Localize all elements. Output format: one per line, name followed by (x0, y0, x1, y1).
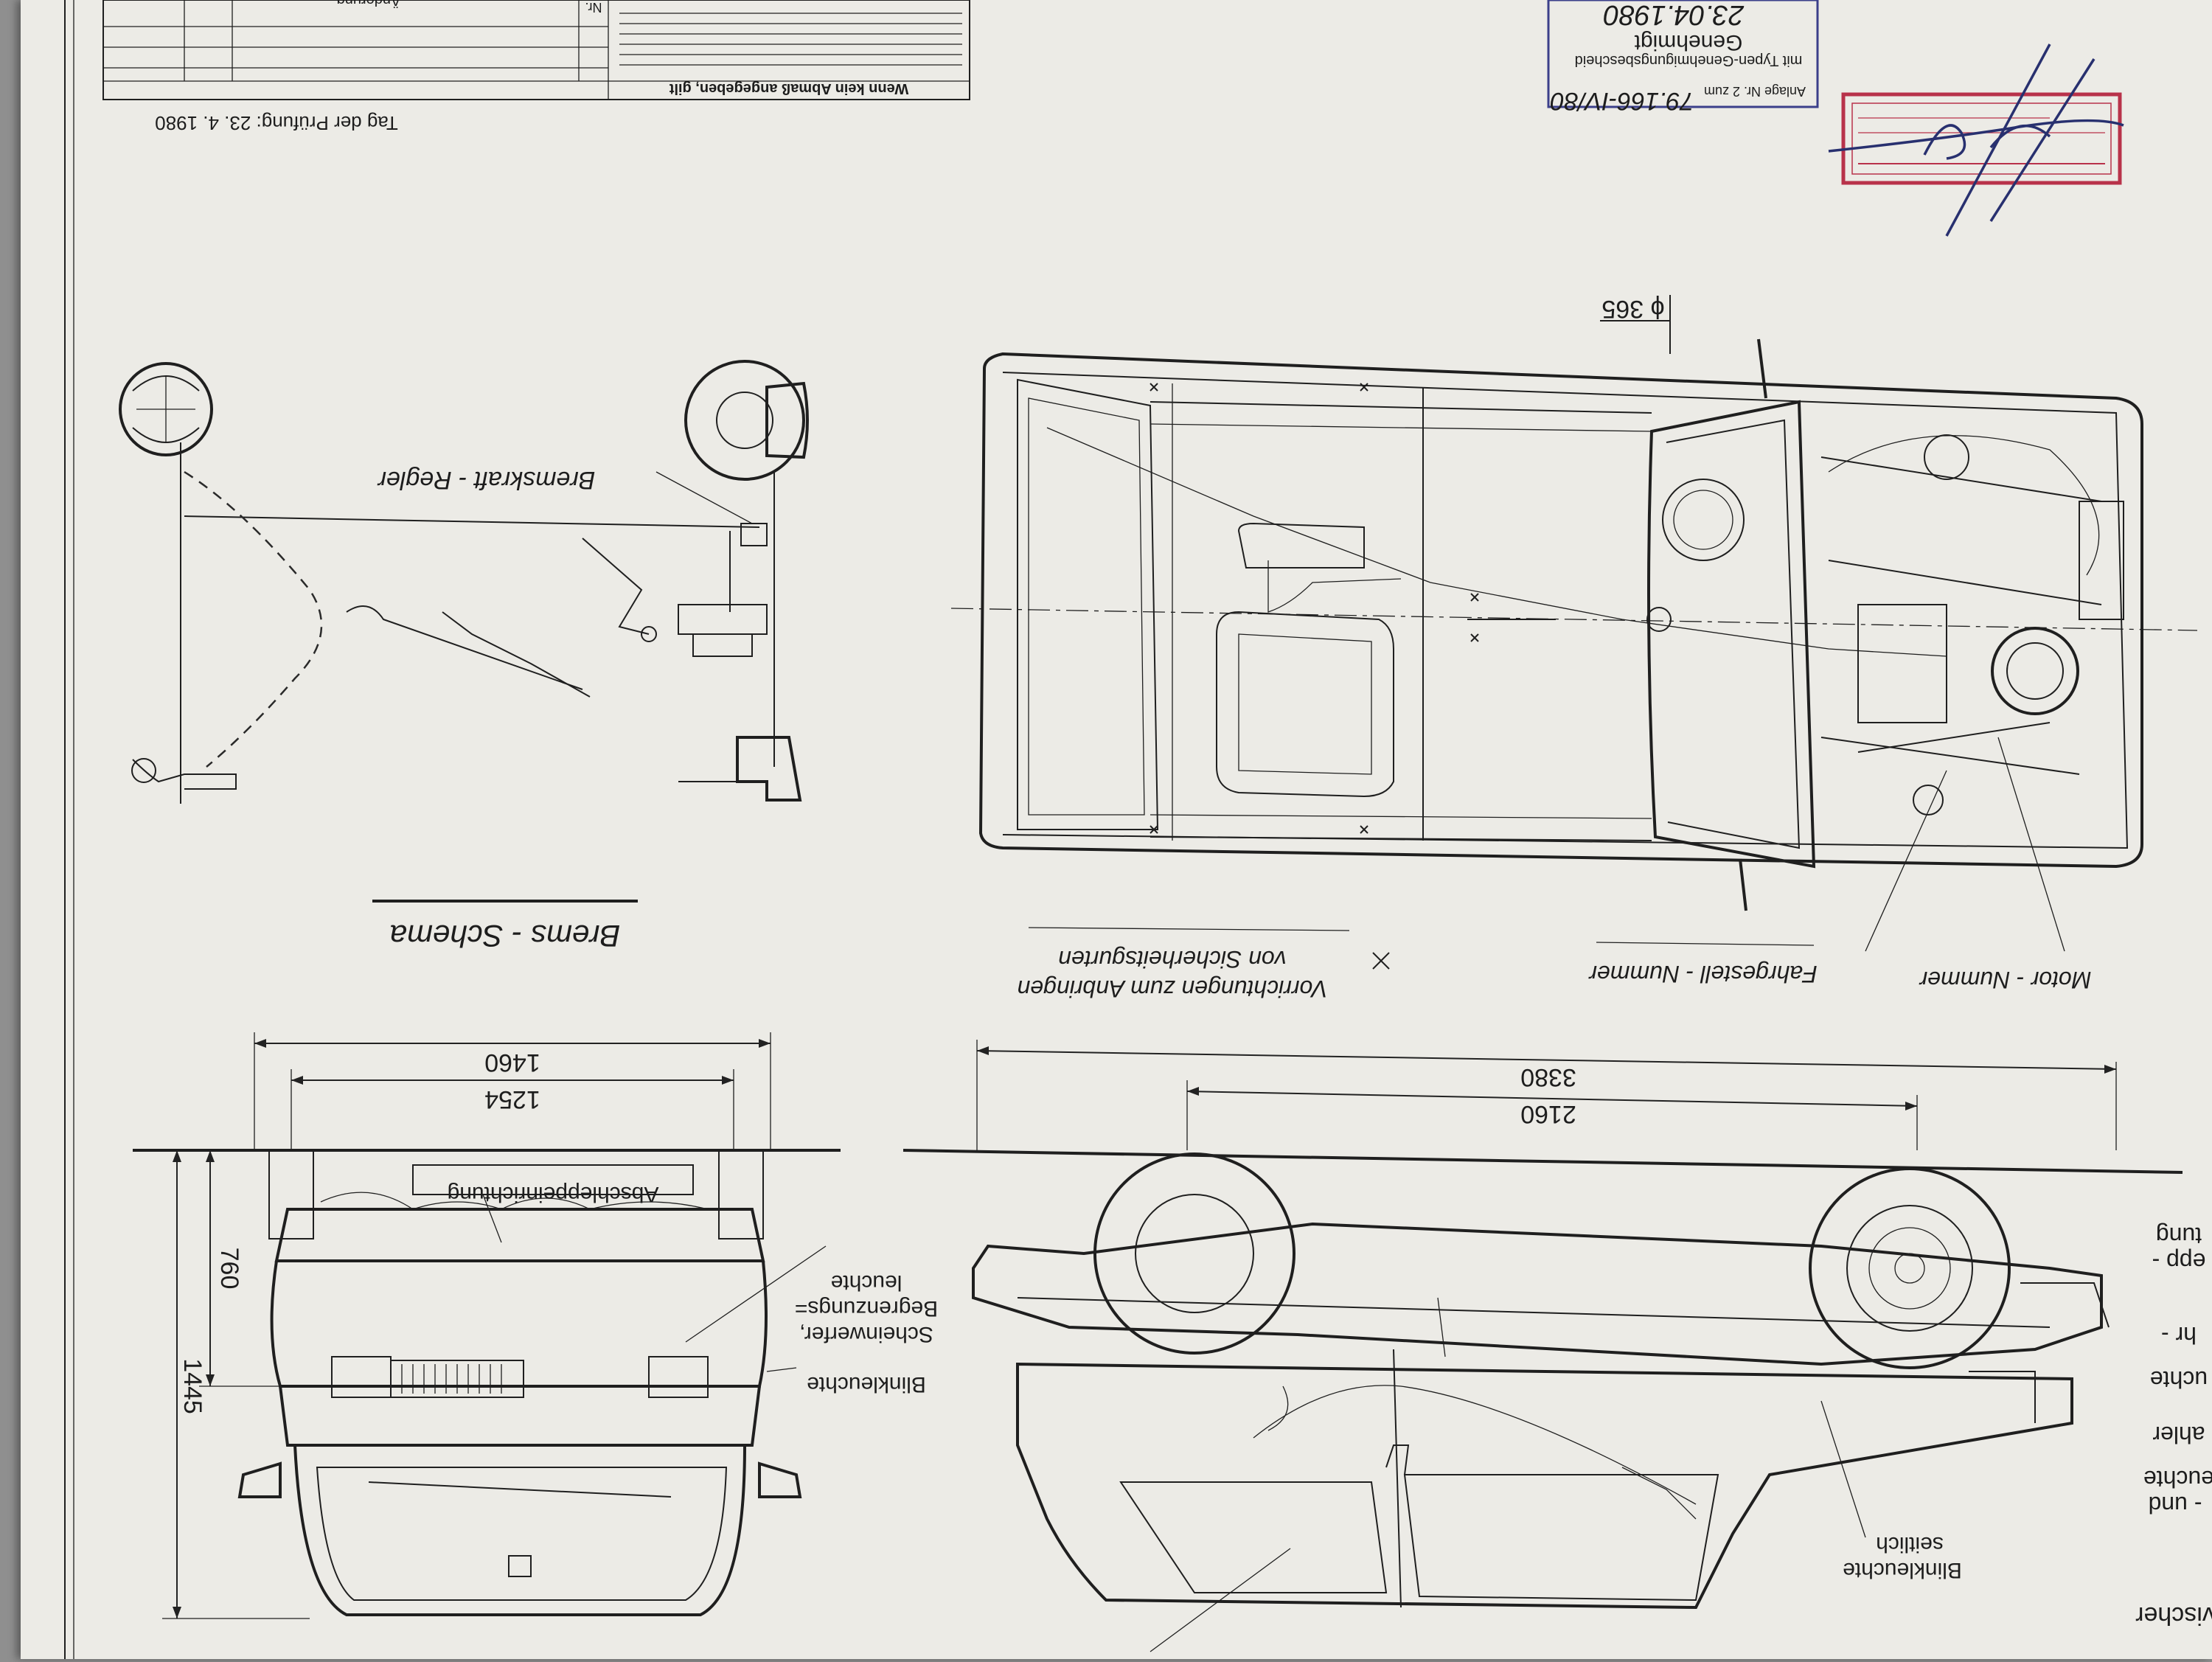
brake-schema-title: Brems - Schema (390, 919, 621, 953)
signature (1828, 44, 2124, 237)
technical-drawing: Änderung Nr. Wenn kein Abmaß angegeben, … (64, 0, 2212, 1659)
height-dimension: 1445 (178, 1358, 206, 1414)
anlage-text: Anlage Nr. 2 zum (1704, 84, 1806, 99)
brake-schema: Brems - Schema Bremskraft - Regler (119, 360, 809, 953)
blinkleuchte-seitlich-label-1: Blinkleuchte (1843, 1558, 1962, 1582)
scheinwerfer-label-2: Begrenzungs= (795, 1296, 938, 1321)
cropped-label: uchte (2150, 1366, 2208, 1393)
drawing-sheet: Änderung Nr. Wenn kein Abmaß angegeben, … (21, 0, 2212, 1659)
red-authority-stamp (1841, 92, 2122, 185)
abschlepp-label: Abschleppeinrichtung (448, 1182, 659, 1206)
scheinwerfer-label-3: leuchte (831, 1270, 902, 1295)
cropped-label: euchte (2143, 1466, 2212, 1492)
cropped-label: ahler (2152, 1422, 2205, 1448)
car-side-view (902, 1149, 2183, 1652)
width-dimension: 1460 (484, 1049, 540, 1077)
seatbelt-mark-icon (1372, 952, 1390, 970)
table-header-aenderung: Änderung (337, 0, 401, 8)
side-view-dimensions: 3380 2160 (976, 1040, 2117, 1150)
wheelbase-dimension: 2160 (1520, 1100, 1576, 1128)
genehmigt-text: Genehmigt (1634, 30, 1742, 55)
scheinwerfer-label-1: Scheinwerfer, (799, 1322, 933, 1346)
vorrichtungen-label-1: Vorrichtungen zum Anbringen (1018, 976, 1328, 1002)
table-header-nr: Nr. (585, 0, 602, 15)
car-top-view (950, 338, 2198, 911)
typen-genehmigung-text: mit Typen-Genehmigungsbescheid (1575, 52, 1803, 69)
wenn-kein-abmass-text: Wenn kein Abmaß angegeben, gilt (669, 80, 908, 97)
approval-date: 23.04.1980 (1604, 0, 1745, 30)
vorrichtungen-label-2: von Sicherheitsgurten (1058, 946, 1287, 973)
bremskraft-regler-label: Bremskraft - Regler (377, 466, 595, 494)
cropped-label: tung (2156, 1223, 2202, 1249)
ground-clearance-dimension: 760 (215, 1248, 243, 1290)
blinkleuchte-seitlich-label-2: seitlich (1876, 1532, 1944, 1557)
approval-stamp: Genehmigt mit Typen-Genehmigungsbescheid… (1547, 0, 1819, 115)
rear-view-dimensions: 1460 1254 1445 760 (162, 1032, 771, 1619)
car-rear-view: Abschleppeinrichtung Scheinwerfer, Begre… (133, 1149, 938, 1616)
fahrgestell-nummer-label: Fahrgestell - Nummer (1588, 961, 1818, 987)
cropped-right-edge-labels: vischer - und euchte ahler uchte hr - ep… (2135, 1223, 2212, 1630)
length-dimension: 3380 (1520, 1063, 1576, 1091)
blinkleuchte-label: Blinkleuchte (807, 1372, 926, 1397)
approval-number: 79.166-IV/80 (1551, 87, 1694, 115)
title-block-table: Änderung Nr. Wenn kein Abmaß angegeben, … (102, 0, 970, 100)
disc-diameter-label: ϕ 365 (1601, 295, 1664, 323)
tag-der-pruefung-text: Tag der Prüfung: 23. 4. 1980 (155, 112, 398, 134)
track-dimension: 1254 (484, 1085, 540, 1113)
cropped-label: vischer (2135, 1602, 2212, 1630)
cropped-label: epp - (2152, 1248, 2206, 1275)
cropped-label: hr - (2161, 1322, 2197, 1349)
cropped-label: - und (2149, 1492, 2202, 1518)
motor-nummer-label: Motor - Nummer (1919, 967, 2091, 993)
